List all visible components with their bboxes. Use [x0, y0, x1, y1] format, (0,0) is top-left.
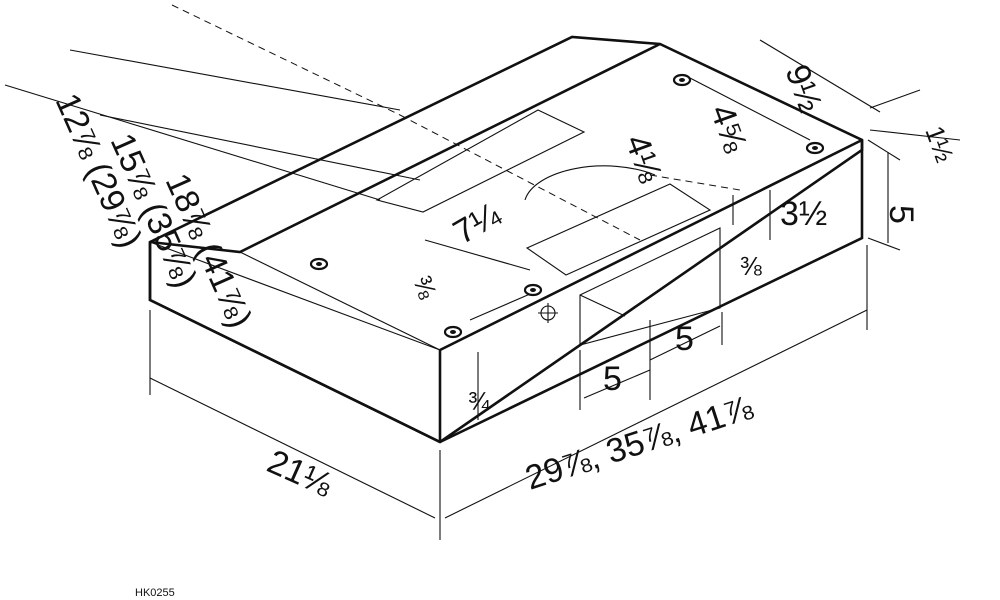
side-inset-label: 9½ [777, 60, 829, 117]
dimension-lines [4, 39, 961, 540]
round-depth-label: 7¼ [447, 195, 507, 252]
back-inset-label: 1½ [919, 122, 960, 166]
hole-offset-label: ⅜ [407, 272, 443, 303]
hole-spacing-label: 4⅝ [702, 100, 754, 158]
keyholes [309, 73, 825, 339]
reference-lines [171, 4, 741, 241]
keyhole-icon [309, 257, 329, 271]
keyhole-icon [672, 73, 692, 87]
hood-body [148, 35, 864, 444]
depth-label: 21⅛ [262, 443, 338, 505]
width-label: 29⅞, 35⅞, 41⅞ [521, 388, 758, 497]
keyhole-icon [805, 141, 825, 155]
duct-width-right-label: 5 [675, 320, 694, 358]
front-offset-label: ¾ [468, 386, 490, 416]
knockout-icon [538, 303, 558, 323]
duct-height-label: 3½ [780, 195, 827, 233]
top-features [375, 109, 721, 346]
duct-depth-label: 4⅛ [617, 130, 669, 188]
height-label: 5 [882, 205, 920, 224]
keyhole-icon [443, 325, 463, 339]
keyhole-icon [523, 283, 543, 297]
duct-width-left-label: 5 [603, 360, 622, 398]
duct-offset-label: ⅜ [740, 251, 762, 281]
drawing-code: HK0255 [135, 587, 175, 599]
